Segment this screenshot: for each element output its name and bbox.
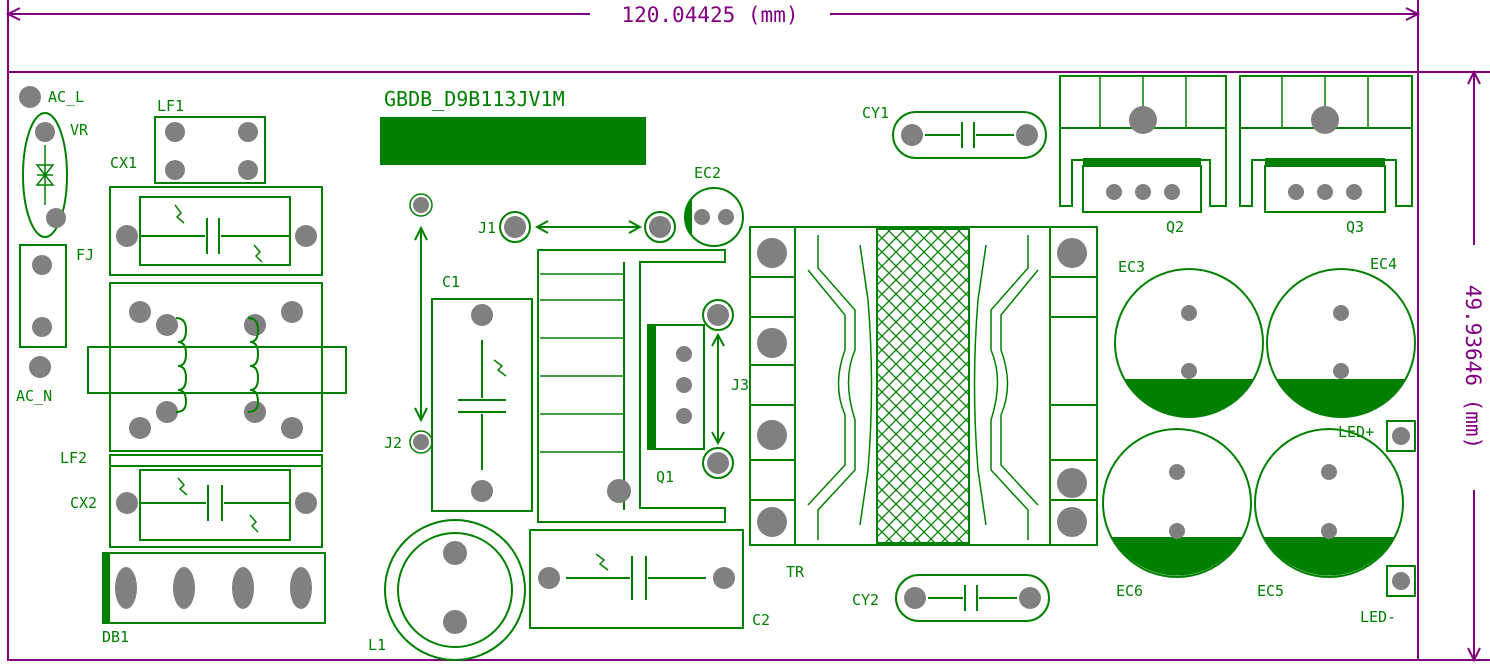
height-dimension-label: 49.93646 (mm) — [1461, 285, 1485, 449]
vr-label: VR — [70, 121, 89, 139]
capacitor-cx1: CX1 — [109, 154, 323, 276]
capacitor-ec4: EC4 — [1266, 255, 1416, 418]
bridge-db1: DB1 — [102, 552, 326, 646]
transistor-q2: Q2 — [1059, 75, 1227, 236]
board-outline — [7, 71, 1419, 661]
transistor-q3: Q3 — [1239, 75, 1413, 236]
lf2-label: LF2 — [60, 449, 87, 467]
width-dimension-label: 120.04425 (mm) — [621, 3, 798, 27]
q3-label: Q3 — [1346, 218, 1364, 236]
cy2-label: CY2 — [852, 591, 879, 609]
width-dimension: 120.04425 (mm) — [5, 0, 1421, 72]
j3-label: J3 — [731, 376, 749, 394]
heatsink-q1: Q1 — [537, 249, 726, 523]
fuse-fj: FJ — [19, 244, 94, 348]
jumper-j3: J3 — [702, 299, 749, 479]
choke-lf2: LF2 — [60, 282, 347, 467]
q1-label: Q1 — [656, 468, 674, 486]
jumper-j2: J2 — [384, 193, 433, 454]
ec6-label: EC6 — [1116, 582, 1143, 600]
led-plus-terminal: LED+ — [1338, 420, 1416, 452]
lf1-label: LF1 — [157, 97, 184, 115]
cx1-label: CX1 — [110, 154, 137, 172]
c2-label: C2 — [752, 611, 770, 629]
ec2-label: EC2 — [694, 164, 721, 182]
db1-label: DB1 — [102, 628, 129, 646]
j2-label: J2 — [384, 434, 402, 452]
inductor-l1: L1 — [368, 519, 526, 661]
q2-label: Q2 — [1166, 218, 1184, 236]
led-plus-label: LED+ — [1338, 423, 1374, 441]
fj-label: FJ — [76, 246, 94, 264]
line-filter-lf1: LF1 — [154, 97, 266, 184]
capacitor-ec3: EC3 — [1114, 258, 1264, 418]
cx2-label: CX2 — [70, 494, 97, 512]
ac-l-label: AC_L — [48, 88, 84, 106]
c1-label: C1 — [442, 273, 460, 291]
capacitor-cy1: CY1 — [862, 104, 1047, 159]
capacitor-ec5: EC5 — [1254, 428, 1404, 600]
height-dimension: 49.93646 (mm) — [1418, 69, 1490, 663]
ec4-label: EC4 — [1370, 255, 1397, 273]
capacitor-c2: C2 — [529, 529, 770, 629]
ec5-label: EC5 — [1257, 582, 1284, 600]
capacitor-ec6: EC6 — [1102, 428, 1252, 600]
capacitor-cx2: CX2 — [70, 454, 323, 548]
capacitor-cy2: CY2 — [852, 574, 1050, 622]
capacitor-c1: C1 — [431, 273, 533, 512]
cy1-label: CY1 — [862, 104, 889, 122]
tr-label: TR — [786, 563, 805, 581]
jumper-j1: J1 — [478, 211, 676, 243]
led-minus-label: LED- — [1360, 608, 1396, 626]
ec3-label: EC3 — [1118, 258, 1145, 276]
varistor-vr: VR — [22, 112, 89, 238]
ac-n-label: AC_N — [16, 387, 52, 405]
l1-label: L1 — [368, 636, 386, 654]
j1-label: J1 — [478, 219, 496, 237]
ac-n-terminal: AC_N — [16, 356, 52, 405]
led-minus-terminal: LED- — [1360, 565, 1416, 626]
title-block — [380, 117, 646, 165]
capacitor-ec2: EC2 — [684, 164, 744, 247]
ac-l-terminal: AC_L — [19, 86, 84, 108]
transformer-tr: TR — [749, 226, 1098, 581]
board-title: GBDB_D9B113JV1M — [384, 87, 565, 111]
